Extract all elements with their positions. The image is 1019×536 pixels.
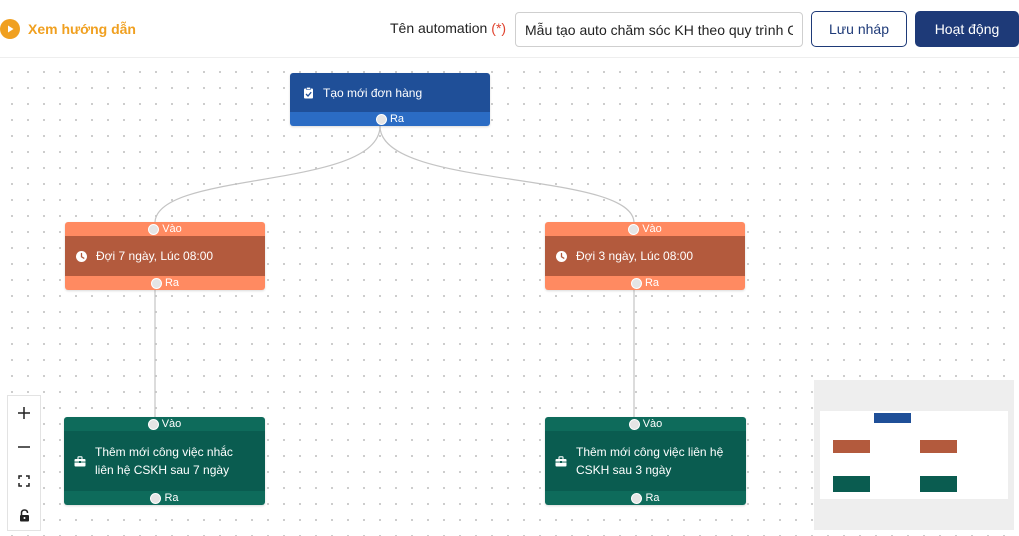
wait-left-body: Đợi 7 ngày, Lúc 08:00	[65, 236, 265, 276]
task-left-text: Thêm mới công việc nhắc liên hệ CSKH sau…	[95, 443, 233, 479]
wait-right-label: Đợi 3 ngày, Lúc 08:00	[576, 249, 694, 263]
minimap-wait-right-node	[920, 440, 957, 453]
in-port-label: Vào	[642, 418, 663, 430]
task-right-in-port: Vào	[545, 417, 746, 431]
minimap-wait-left-node	[833, 440, 870, 453]
zoom-in-icon	[18, 407, 30, 419]
automation-name-input[interactable]	[515, 12, 803, 47]
briefcase-icon	[555, 455, 567, 467]
trigger-node-body: Tạo mới đơn hàng	[290, 73, 490, 112]
clock-icon	[555, 250, 567, 262]
clock-icon	[75, 250, 87, 262]
trigger-node[interactable]: Tạo mới đơn hàng Ra	[290, 73, 490, 126]
wait-left-in-port: Vào	[65, 222, 265, 236]
wait-left-label: Đợi 7 ngày, Lúc 08:00	[96, 249, 214, 263]
task-left-out-port: Ra	[64, 491, 265, 505]
fit-view-button[interactable]	[8, 464, 40, 498]
zoom-in-button[interactable]	[8, 396, 40, 430]
activate-button[interactable]: Hoạt động	[915, 11, 1019, 47]
play-circle-icon	[0, 19, 20, 39]
in-port-label: Vào	[162, 223, 182, 235]
out-port-handle[interactable]	[631, 492, 643, 504]
task-right-body: Thêm mới công việc liên hệ CSKH sau 3 ng…	[545, 431, 746, 491]
task-left-line2: liên hệ CSKH sau 7 ngày	[95, 463, 230, 477]
fit-view-icon	[18, 475, 30, 487]
out-port-label: Ra	[164, 277, 180, 289]
task-left-in-port: Vào	[64, 417, 265, 431]
out-port-label: Ra	[164, 492, 179, 504]
lock-icon	[19, 508, 29, 521]
zoom-out-icon	[18, 446, 30, 448]
briefcase-icon	[74, 455, 86, 467]
out-port-handle[interactable]	[150, 492, 162, 504]
task-node-7-days[interactable]: Vào Thêm mới công việc nhắc liên hệ CSKH…	[64, 417, 265, 505]
task-left-line1: Thêm mới công việc nhắc	[95, 445, 233, 459]
task-right-line1: Thêm mới công việc liên hệ	[576, 445, 724, 459]
wait-node-3-days[interactable]: Vào Đợi 3 ngày, Lúc 08:00 Ra	[545, 222, 745, 290]
wait-right-body: Đợi 3 ngày, Lúc 08:00	[545, 236, 745, 276]
guide-link[interactable]: Xem hướng dẫn	[0, 18, 136, 40]
out-port-handle[interactable]	[630, 277, 642, 289]
minimap-trigger-node	[874, 413, 911, 423]
out-port-label: Ra	[645, 492, 660, 504]
in-port-handle[interactable]	[148, 223, 160, 235]
trigger-node-label: Tạo mới đơn hàng	[323, 85, 423, 100]
in-port-label: Vào	[161, 418, 182, 430]
out-port-label: Ra	[389, 113, 405, 125]
task-right-text: Thêm mới công việc liên hệ CSKH sau 3 ng…	[576, 443, 723, 479]
out-port-handle[interactable]	[375, 113, 387, 125]
out-port-label: Ra	[644, 277, 660, 289]
lock-button[interactable]	[8, 498, 40, 532]
zoom-out-button[interactable]	[8, 430, 40, 464]
in-port-handle[interactable]	[147, 418, 159, 430]
task-right-line2: CSKH sau 3 ngày	[576, 463, 672, 477]
wait-right-out-port: Ra	[545, 276, 745, 290]
task-right-out-port: Ra	[545, 491, 746, 505]
wait-node-7-days[interactable]: Vào Đợi 7 ngày, Lúc 08:00 Ra	[65, 222, 265, 290]
guide-label: Xem hướng dẫn	[28, 21, 136, 37]
automation-name-label: Tên automation(*)	[390, 20, 506, 36]
minimap-task-left-node	[833, 476, 870, 492]
in-port-handle[interactable]	[628, 418, 640, 430]
name-label-text: Tên automation	[390, 20, 488, 36]
canvas-controls	[7, 395, 41, 531]
task-node-3-days[interactable]: Vào Thêm mới công việc liên hệ CSKH sau …	[545, 417, 746, 505]
wait-right-in-port: Vào	[545, 222, 745, 236]
top-bar: Xem hướng dẫn Tên automation(*) Lưu nháp…	[0, 0, 1019, 58]
in-port-label: Vào	[642, 223, 662, 235]
in-port-handle[interactable]	[628, 223, 640, 235]
save-draft-button[interactable]: Lưu nháp	[811, 11, 907, 47]
trigger-out-port: Ra	[290, 112, 490, 126]
minimap-task-right-node	[920, 476, 957, 492]
minimap[interactable]	[814, 380, 1014, 530]
wait-left-out-port: Ra	[65, 276, 265, 290]
required-mark: (*)	[491, 20, 507, 36]
clipboard-check-icon	[302, 86, 314, 99]
task-left-body: Thêm mới công việc nhắc liên hệ CSKH sau…	[64, 431, 265, 491]
out-port-handle[interactable]	[150, 277, 162, 289]
